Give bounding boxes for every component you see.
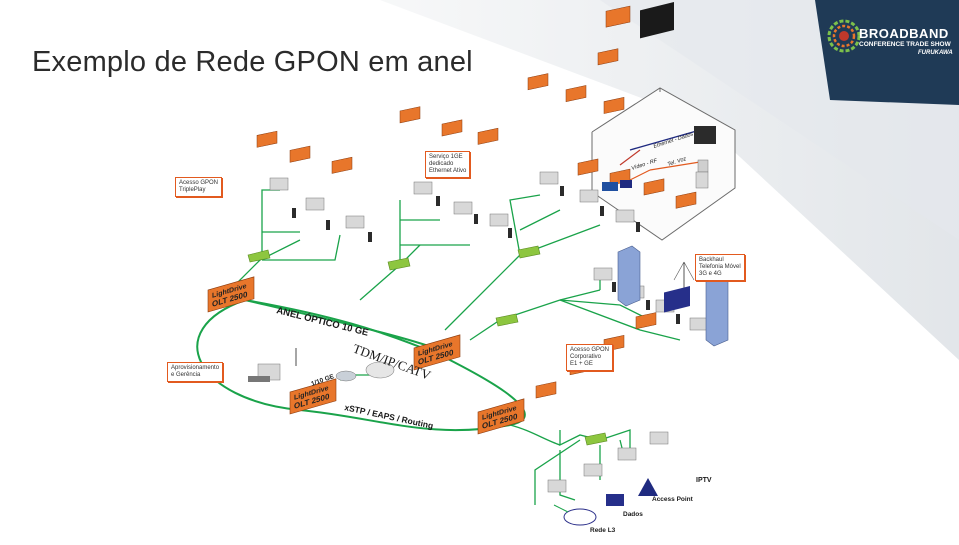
laptop-icon (248, 376, 270, 382)
iptv-tv-icon (664, 285, 690, 313)
label-rede-l3: Rede L3 (590, 527, 616, 534)
monitor-icons (292, 186, 716, 342)
callout-servico-line1: Serviço 1GE (429, 154, 463, 160)
building-icons (617, 245, 729, 347)
logo-banner (815, 0, 959, 105)
splitters (247, 245, 608, 446)
callout-aprovisionamento-line1: Aprovisionamento (171, 365, 220, 371)
callout-triple-play: Acesso GPON TriplePlay (175, 177, 223, 197)
callout-backhaul-line2: Telefonia Móvel (699, 264, 741, 270)
dados-laptop-icon (606, 494, 624, 506)
cloud-icon (563, 508, 597, 526)
callout-corporativo-line2: Corporativo (570, 354, 602, 360)
label-access-point: Access Point (652, 496, 693, 503)
satellite-dish-icon (365, 361, 395, 379)
callout-triple-play-line2: TriplePlay (179, 187, 206, 193)
tv-icon (640, 1, 674, 39)
logo-line2: CONFERENCE TRADE SHOW (859, 41, 951, 48)
callout-aprovisionamento: Aprovisionamento e Gerência (167, 362, 224, 382)
label-dados: Dados (623, 511, 643, 518)
callout-servico-line3: Ethernet Ativo (429, 168, 467, 174)
label-tel-voz: Tel. Voz (667, 156, 688, 168)
callout-backhaul-line1: Backhaul (699, 257, 724, 263)
router-icon (335, 370, 357, 382)
access-point-icon (638, 478, 658, 496)
settop-box2-icon (620, 180, 632, 188)
logo-line1: BROADBAND (859, 26, 949, 41)
callout-servico: Serviço 1GE dedicado Ethernet Ativo (425, 151, 471, 178)
callout-triple-play-line1: Acesso GPON (179, 180, 219, 186)
callout-aprovisionamento-line2: e Gerência (171, 372, 201, 378)
label-iptv: IPTV (696, 477, 712, 484)
label-xstp: xSTP / EAPS / Routing (344, 402, 435, 431)
callout-backhaul: Backhaul Telefonia Móvel 3G e 4G (695, 254, 745, 281)
callout-servico-line2: dedicado (429, 161, 454, 167)
pc-monitor-icon (694, 126, 716, 144)
label-anel: ANEL ÓPTICO 10 GE (275, 304, 369, 338)
settop-box-icon (602, 182, 618, 191)
callout-corporativo-line3: E1 + GE (570, 361, 593, 367)
fiber-links (229, 189, 681, 505)
pc-tower-icon (695, 171, 709, 189)
callout-corporativo: Acesso GPON Corporativo E1 + GE (566, 344, 614, 371)
phone-icon (697, 159, 709, 173)
callout-backhaul-line3: 3G e 4G (699, 271, 722, 277)
callout-corporativo-line1: Acesso GPON (570, 347, 610, 353)
broadband-logo-icon (827, 19, 861, 53)
logo-line3: FURUKAWA (918, 50, 953, 56)
page-title: Exemplo de Rede GPON em anel (32, 46, 473, 78)
